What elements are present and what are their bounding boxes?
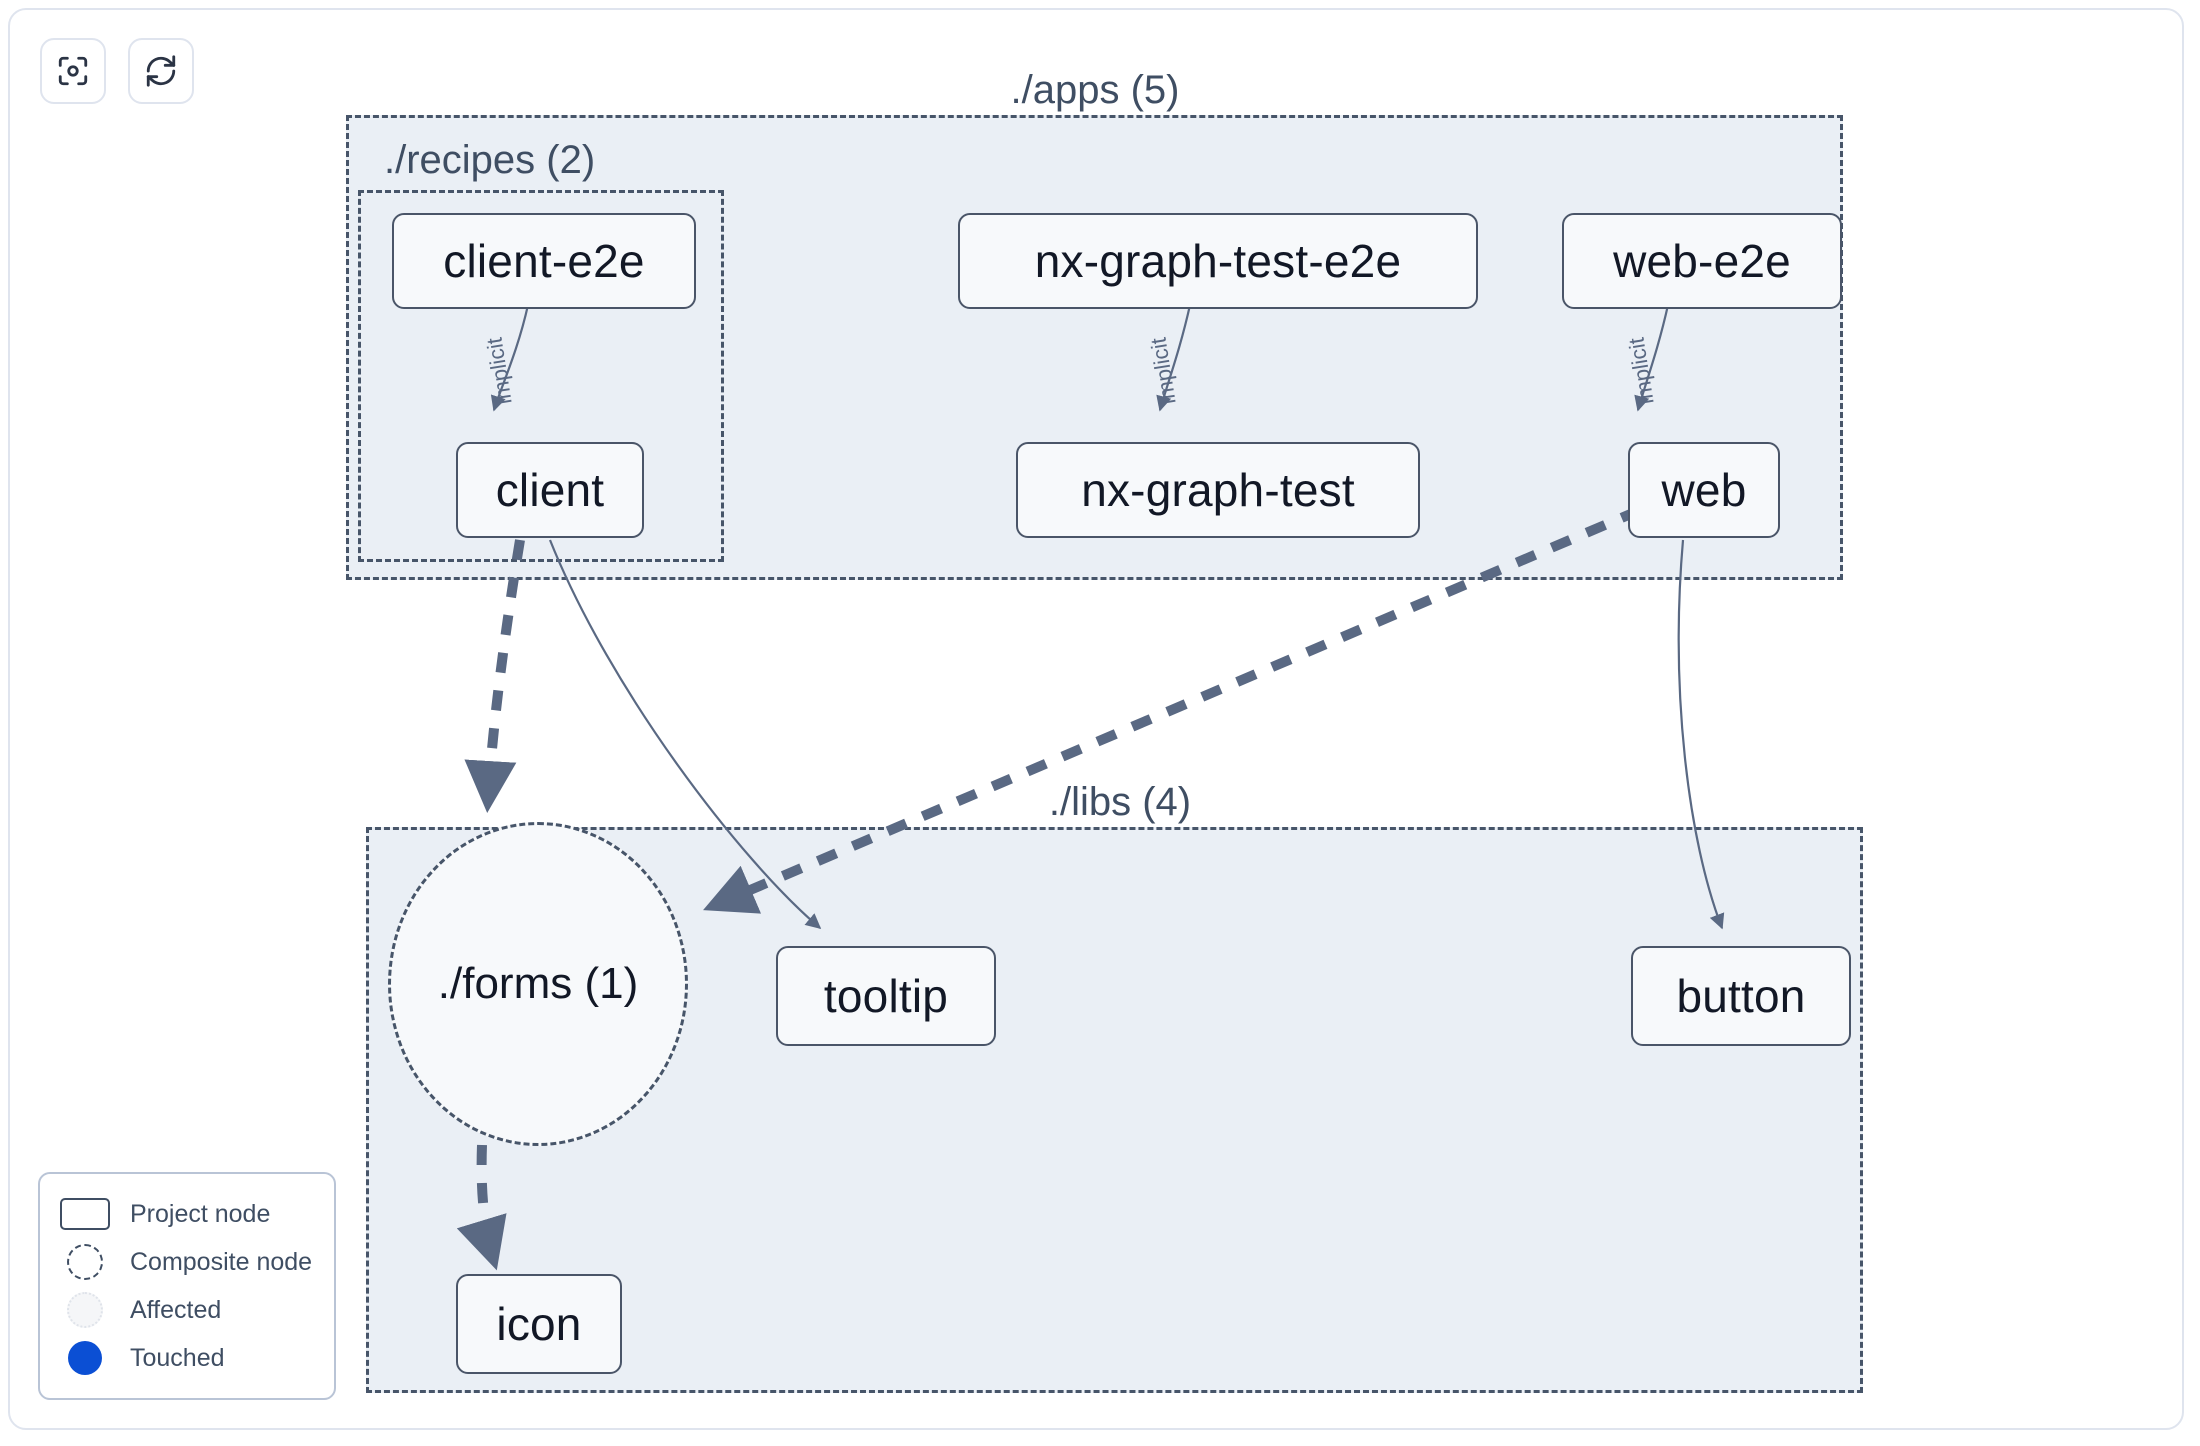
legend-item-project-node: Project node bbox=[58, 1190, 312, 1238]
node-nx-graph-test[interactable]: nx-graph-test bbox=[1016, 442, 1420, 538]
legend-label-touched: Touched bbox=[130, 1343, 225, 1372]
refresh-sync-icon bbox=[144, 54, 178, 88]
graph-legend: Project node Composite node Affected Tou… bbox=[38, 1172, 337, 1400]
group-label-libs: ./libs (4) bbox=[1048, 780, 1192, 824]
touched-swatch bbox=[58, 1341, 112, 1375]
node-nx-graph-test-e2e[interactable]: nx-graph-test-e2e bbox=[958, 213, 1478, 309]
focus-graph-button[interactable] bbox=[40, 38, 106, 104]
affected-swatch bbox=[58, 1292, 112, 1328]
group-label-recipes: ./recipes (2) bbox=[384, 138, 596, 182]
node-icon[interactable]: icon bbox=[456, 1274, 622, 1374]
composite-node-swatch bbox=[58, 1244, 112, 1280]
project-node-swatch bbox=[58, 1198, 112, 1230]
graph-app-frame: ./apps (5) ./recipes (2) ./libs (4) bbox=[8, 8, 2184, 1430]
legend-item-composite-node: Composite node bbox=[58, 1238, 312, 1286]
focus-target-icon bbox=[56, 54, 90, 88]
node-client[interactable]: client bbox=[456, 442, 644, 538]
legend-label-affected: Affected bbox=[130, 1295, 222, 1324]
node-web[interactable]: web bbox=[1628, 442, 1780, 538]
group-label-apps: ./apps (5) bbox=[1010, 68, 1180, 112]
node-tooltip[interactable]: tooltip bbox=[776, 946, 996, 1046]
node-web-e2e[interactable]: web-e2e bbox=[1562, 213, 1842, 309]
graph-toolbar bbox=[40, 38, 194, 104]
legend-item-touched: Touched bbox=[58, 1334, 312, 1382]
legend-item-affected: Affected bbox=[58, 1286, 312, 1334]
node-forms-composite[interactable]: ./forms (1) bbox=[388, 822, 688, 1146]
refresh-graph-button[interactable] bbox=[128, 38, 194, 104]
project-graph-canvas[interactable]: ./apps (5) ./recipes (2) ./libs (4) bbox=[10, 10, 2182, 1428]
legend-label-project-node: Project node bbox=[130, 1199, 271, 1228]
node-button[interactable]: button bbox=[1631, 946, 1851, 1046]
legend-label-composite-node: Composite node bbox=[130, 1247, 313, 1276]
node-client-e2e[interactable]: client-e2e bbox=[392, 213, 696, 309]
